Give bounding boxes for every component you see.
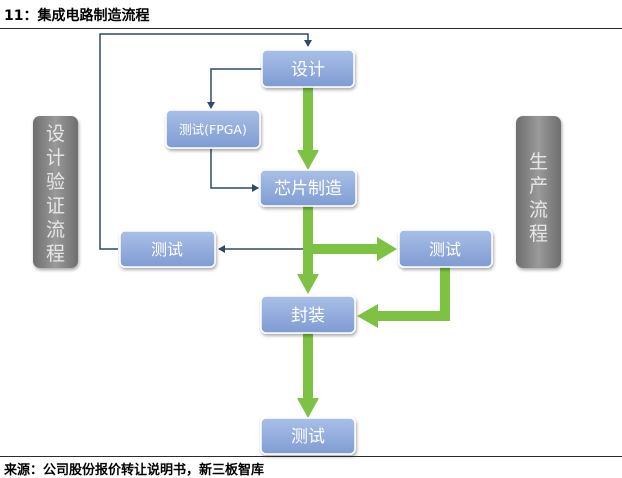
side-label-right-char: 流 — [529, 199, 548, 221]
side-label-left-char: 程 — [46, 243, 65, 265]
connector-fpga-to-fab — [210, 149, 259, 192]
connector-design-to-fpga — [207, 68, 262, 109]
arrow-fab-to-test-right — [303, 244, 381, 254]
node-fpga-test: 测试(FPGA) — [165, 109, 261, 149]
arrow-design-to-fab — [303, 87, 313, 155]
node-test-final: 测试 — [260, 417, 356, 455]
arrow-head — [297, 274, 319, 294]
page-title: 11：集成电路制造流程 — [4, 8, 150, 24]
side-label-left-char: 计 — [46, 147, 65, 169]
footer-rule — [0, 456, 622, 457]
arrow-head — [297, 398, 319, 418]
arrow-package-to-test — [303, 333, 313, 401]
node-test-left-label: 测试 — [151, 240, 183, 259]
side-label-left-char: 证 — [46, 195, 65, 217]
side-label-right-char: 生 — [529, 151, 548, 173]
green-flow-arrows — [297, 87, 450, 418]
side-label-left-char: 设 — [46, 123, 65, 145]
connector-test-left-to-design — [99, 33, 312, 250]
side-bar-design-verification: 设 计 验 证 流 程 — [33, 116, 78, 268]
node-test-final-label: 测试 — [291, 427, 325, 447]
arrow-fab-to-package — [303, 204, 313, 277]
arrow-head — [357, 304, 378, 328]
node-design: 设计 — [261, 49, 355, 88]
side-label-right-char: 程 — [529, 223, 548, 245]
node-test-right: 测试 — [398, 229, 493, 268]
side-label-right-char: 产 — [529, 175, 548, 197]
side-label-left-char: 验 — [46, 171, 65, 193]
side-bar-production: 生 产 流 程 — [516, 116, 561, 268]
node-test-left: 测试 — [119, 230, 216, 268]
blue-connectors — [99, 33, 312, 253]
node-package: 封装 — [260, 295, 356, 334]
arrow-head — [377, 237, 397, 261]
arrow-test-right-to-package — [440, 266, 450, 321]
node-chip-fab: 芯片制造 — [259, 169, 357, 207]
side-label-left-char: 流 — [46, 219, 65, 241]
node-chip-fab-label: 芯片制造 — [274, 179, 342, 199]
node-package-label: 封装 — [291, 306, 325, 326]
node-fpga-test-label: 测试(FPGA) — [179, 122, 247, 137]
node-design-label: 设计 — [291, 60, 325, 80]
node-test-right-label: 测试 — [429, 240, 461, 259]
header-rule — [0, 28, 622, 29]
arrow-head — [297, 150, 319, 170]
